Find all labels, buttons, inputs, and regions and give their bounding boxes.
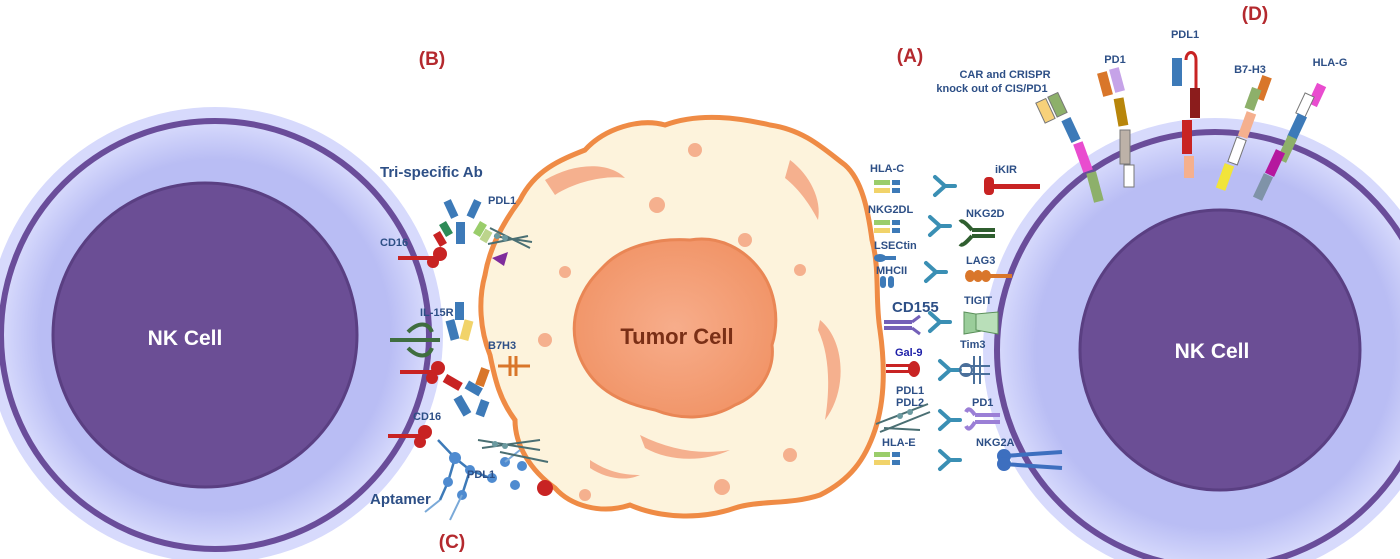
pd1-car-construct-icon [1097, 67, 1135, 188]
lag3-label: LAG3 [966, 255, 995, 267]
hlac-label: HLA-C [870, 163, 904, 175]
tim3-label: Tim3 [960, 339, 985, 351]
gal9-label: Gal-9 [895, 347, 923, 359]
hlag-top-label: HLA-G [1313, 57, 1348, 69]
organelle-dot [714, 479, 730, 495]
nk-cell-right: NK Cell [983, 118, 1400, 559]
tumor-cell: Tumor Cell [478, 114, 886, 519]
trispecific-antibody-group: Tri-specific Ab PDL1 CD16 IL-15R [370, 164, 553, 521]
tigit-label: TIGIT [964, 295, 992, 307]
pd1-top-label: PD1 [1104, 54, 1125, 66]
tim3-receptor-icon [959, 356, 990, 384]
nk-cell-left-nucleus [51, 181, 359, 489]
organelle-arc [545, 166, 625, 195]
nk-cell-left-title: NK Cell [148, 327, 223, 350]
organelle-dot [688, 143, 702, 157]
car-construct-1-icon [1035, 91, 1104, 203]
pdl1-top-ligand-icon [487, 227, 533, 266]
pdl1-pdl2-ligand-icon [875, 403, 931, 433]
lag3-receptor-icon [965, 270, 1012, 282]
organelle-dot [559, 266, 571, 278]
lsectin-label: LSECtin [874, 240, 917, 252]
ikir-receptor-icon [984, 177, 1040, 195]
panel-label-a: (A) [897, 46, 923, 67]
b7h3-top-label: B7-H3 [1234, 64, 1266, 76]
b7h3-car-construct-icon [1215, 75, 1272, 191]
cd155-antibody-icon [928, 311, 952, 333]
hlae-label: HLA-E [882, 437, 916, 449]
panel-label-d: (D) [1242, 4, 1268, 25]
organelle-dot [794, 264, 806, 276]
nkg2dl-ligand-icon [874, 220, 900, 233]
mhcii-antibody-icon [924, 261, 948, 283]
cd16-top-label: CD16 [380, 237, 408, 249]
organelle-arc [818, 320, 841, 420]
pdl1-right-label: PDL1 [896, 385, 924, 397]
pd1-right-label: PD1 [972, 397, 993, 409]
il15r-receptor-icon [390, 302, 474, 358]
mhcii-ligand-icon [880, 276, 894, 288]
organelle-dot [783, 448, 797, 462]
cd155-label: CD155 [892, 299, 939, 316]
tumor-nucleus [572, 237, 778, 419]
panel-label-b: (B) [419, 49, 445, 70]
hlac-ligand-icon [874, 180, 900, 193]
il15r-label: IL-15R [420, 307, 454, 319]
pdl2-right-label: PDL2 [896, 397, 924, 409]
nk-cell-left: NK Cell [0, 107, 443, 559]
hlae-ligand-icon [874, 452, 900, 465]
pd1-receptor-icon [964, 407, 1000, 431]
trispecific-ab-label: Tri-specific Ab [380, 164, 483, 181]
b7h3-label: B7H3 [488, 340, 516, 352]
nk-cell-right-nucleus [1078, 208, 1362, 492]
organelle-arc [590, 460, 640, 479]
bispecific-antibody-icon [400, 361, 490, 418]
tigit-receptor-icon [963, 311, 999, 335]
cd16-top-receptor-icon [398, 247, 447, 268]
organelle-dot [738, 233, 752, 247]
organelle-dot [649, 197, 665, 213]
b7h3-ligand-icon [498, 356, 530, 376]
hlag-car-construct-icon [1252, 82, 1327, 201]
aptamer-label: Aptamer [370, 491, 431, 508]
tumor-cell-title: Tumor Cell [620, 324, 733, 349]
nkg2d-label: NKG2D [966, 208, 1005, 220]
car-engineering-group: CAR and CRISPR knock out of CIS/PD1 PD1 … [936, 29, 1347, 203]
mhcii-label: MHCII [876, 265, 907, 277]
car-label-line1: CAR and CRISPR [959, 69, 1050, 81]
trispecific-antibody-icon [433, 199, 493, 248]
organelle-dot [579, 489, 591, 501]
cd16-bottom-label: CD16 [413, 411, 441, 423]
nkg2a-label: NKG2A [976, 437, 1015, 449]
organelle-arc [785, 160, 819, 220]
pdl1-car-construct-icon [1172, 51, 1200, 178]
organelle-arc [640, 435, 730, 459]
nkg2dl-label: NKG2DL [868, 204, 914, 216]
nk-cell-right-title: NK Cell [1175, 340, 1250, 363]
ligand-receptor-group: HLA-C iKIR NKG2DL NKG2D LSECtin MHCII [868, 163, 1063, 471]
pdl1-top-label: PDL1 [488, 195, 516, 207]
nkg2a-receptor-icon [997, 449, 1063, 471]
pdl1-top-right-label: PDL1 [1171, 29, 1199, 41]
gal9-ligand-icon [886, 361, 920, 377]
lsectin-ligand-icon [874, 254, 896, 262]
panel-label-c: (C) [439, 532, 465, 553]
aptamer-construct-icon [424, 439, 553, 521]
pdl1-bottom-label: PDL1 [467, 469, 495, 481]
cd16-bottom-receptor-icon [388, 425, 432, 448]
hlae-antibody-icon [938, 449, 962, 471]
car-label-line2: knock out of CIS/PD1 [936, 83, 1047, 95]
nkg2d-receptor-icon [958, 219, 995, 247]
nkg2dl-antibody-icon [928, 215, 952, 237]
organelle-dot [538, 333, 552, 347]
ikir-label: iKIR [995, 164, 1017, 176]
hlac-antibody-icon [933, 175, 957, 197]
cd155-ligand-icon [884, 314, 921, 336]
pdl1-antibody-icon [938, 409, 962, 431]
gal9-antibody-icon [938, 359, 962, 381]
